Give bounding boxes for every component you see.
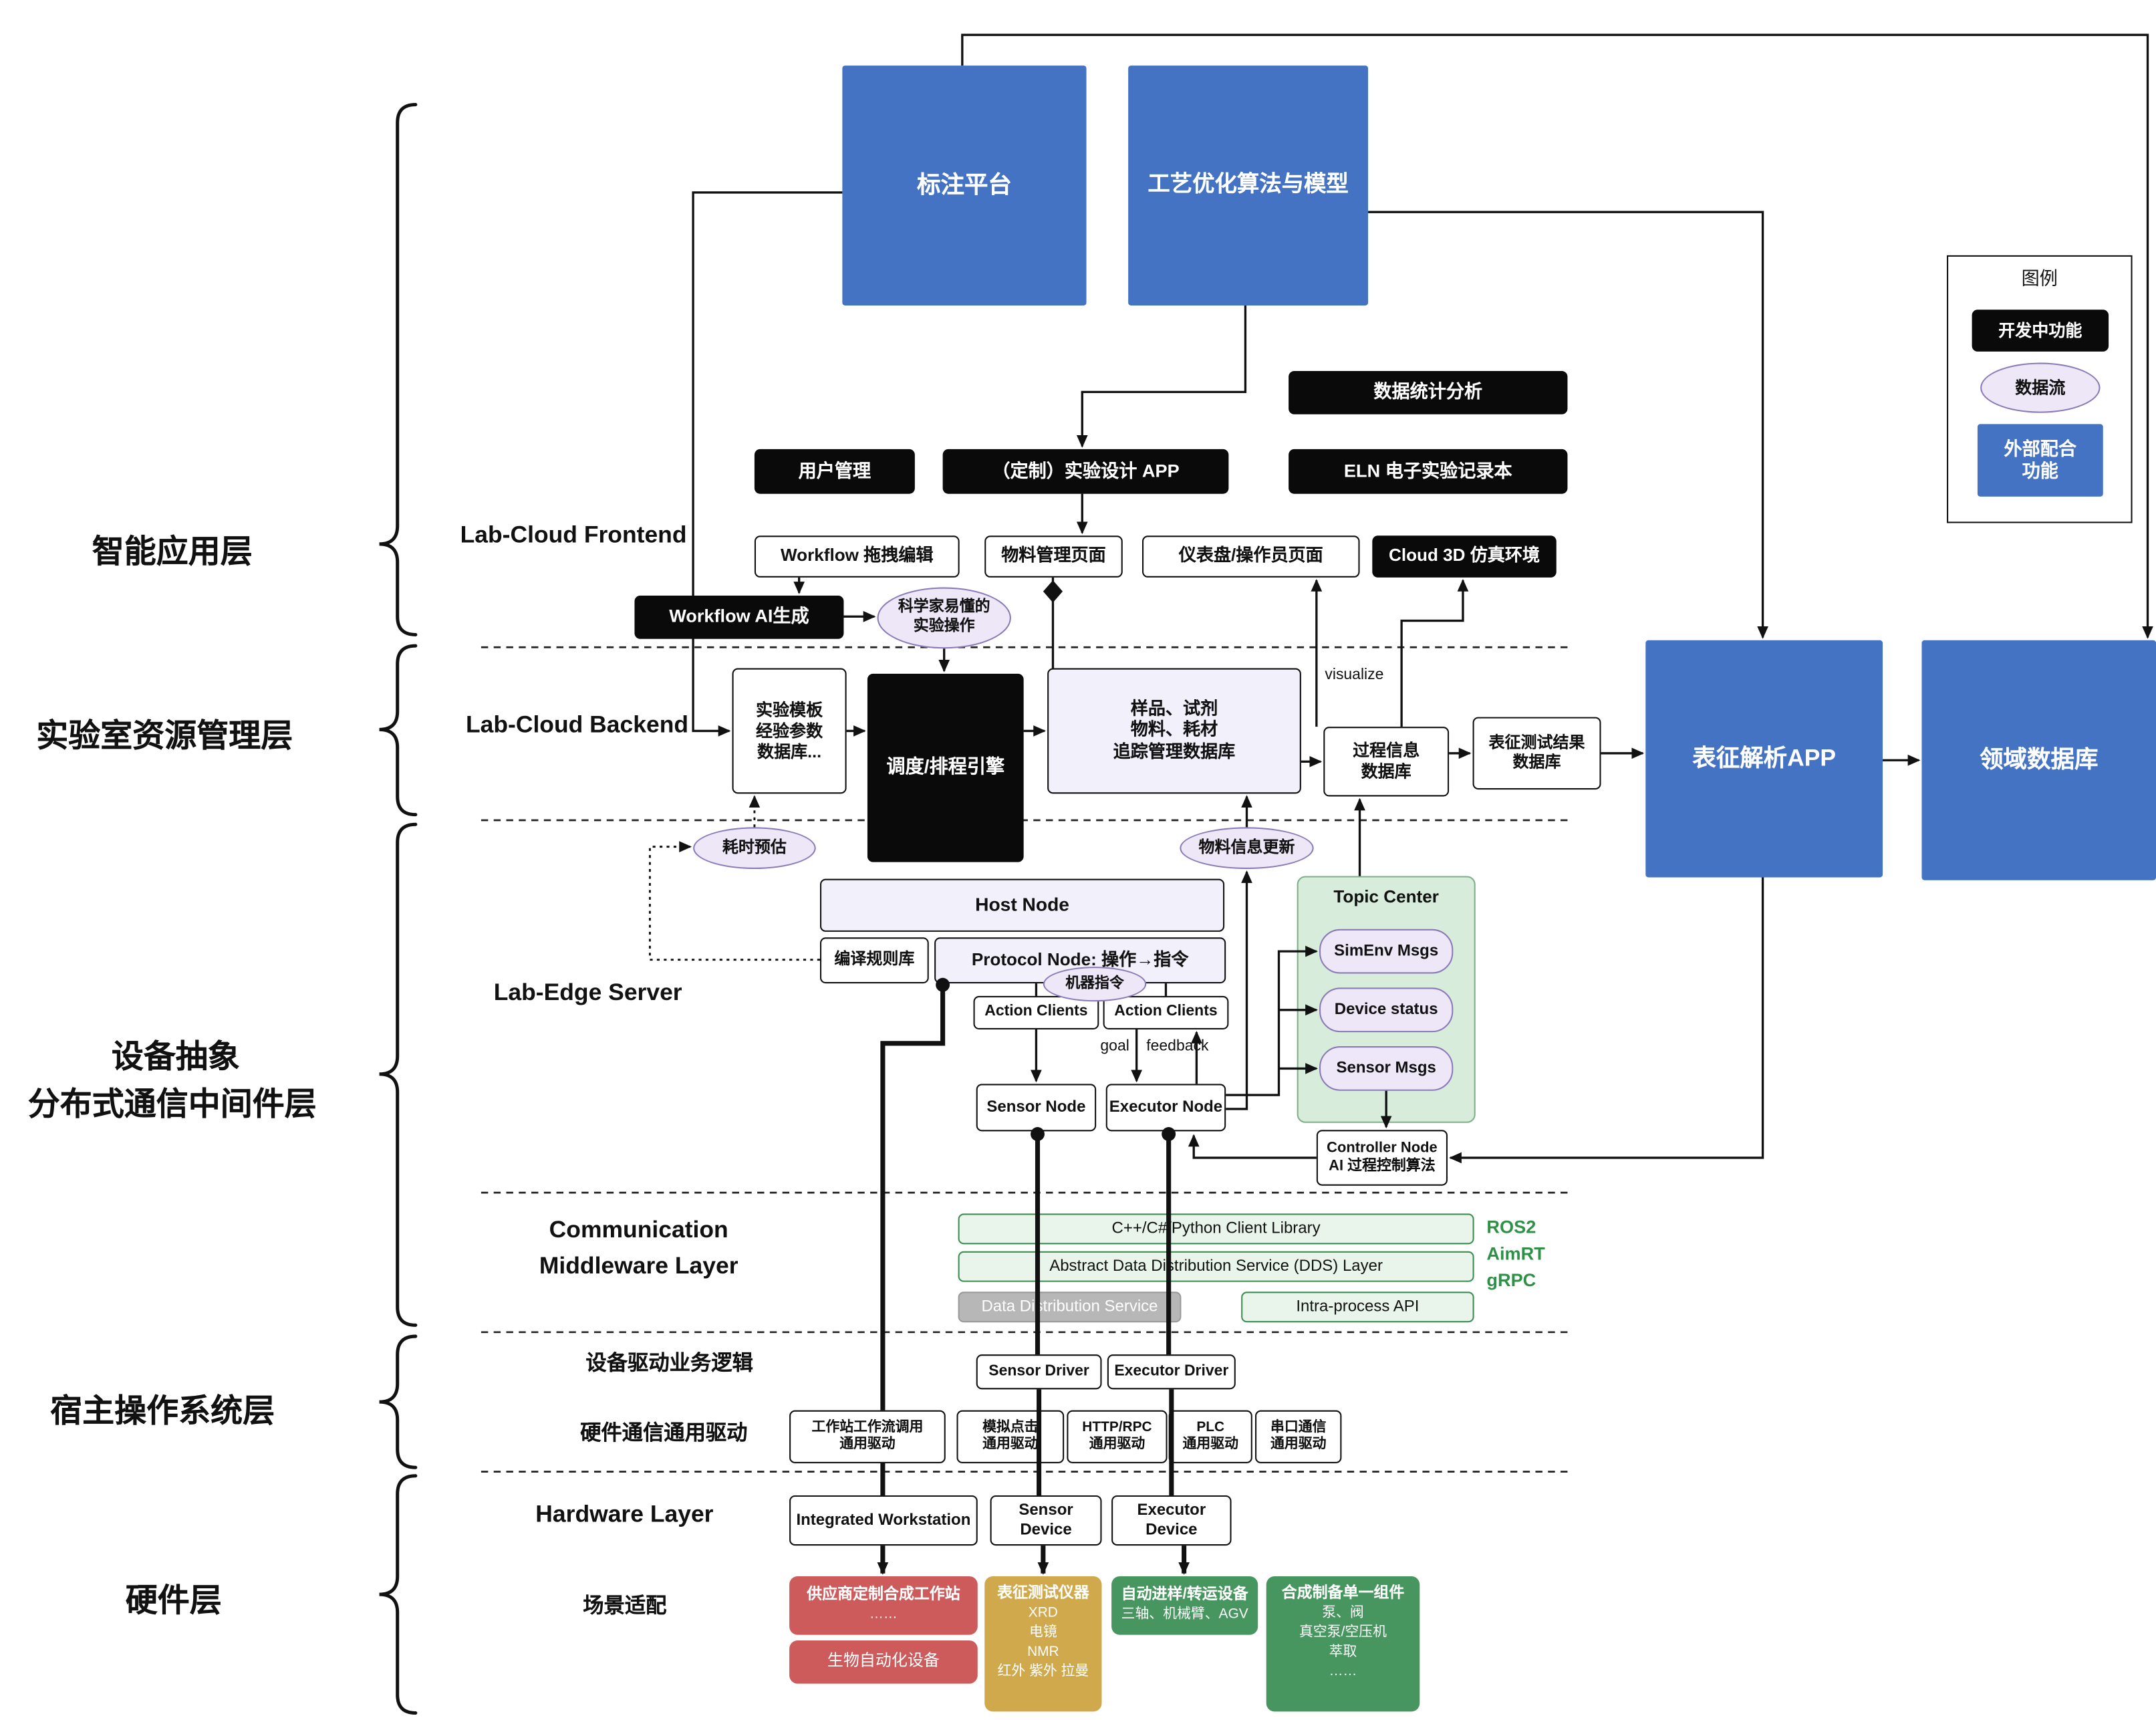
junction-diamond bbox=[1043, 580, 1063, 603]
goal-label: goal bbox=[1100, 1037, 1129, 1055]
transfer-devices-title: 自动进样/转运设备 bbox=[1121, 1586, 1248, 1603]
machine-cmd-pill: 机器指令 bbox=[1043, 967, 1147, 1002]
layer-label-host: 宿主操作系统层 bbox=[50, 1392, 275, 1429]
annotation-platform-box: 标注平台 bbox=[842, 66, 1087, 305]
layer-label-lab: 实验室资源管理层 bbox=[36, 717, 293, 753]
legend-title: 图例 bbox=[2021, 267, 2058, 289]
char-analysis-app-box: 表征解析APP bbox=[1645, 640, 1883, 878]
ros2-label: ROS2 bbox=[1486, 1216, 1536, 1237]
dds-service-box: Data Distribution Service bbox=[958, 1292, 1182, 1323]
executor-driver-box: Executor Driver bbox=[1107, 1354, 1236, 1390]
controller-node-box: Controller Node AI 过程控制算法 bbox=[1316, 1130, 1448, 1186]
bio-auto-box: 生物自动化设备 bbox=[789, 1640, 978, 1684]
vendor-workstation-title: 供应商定制合成工作站 bbox=[807, 1586, 960, 1603]
simenv-msgs-pill: SimEnv Msgs bbox=[1319, 929, 1454, 974]
sensor-driver-box: Sensor Driver bbox=[976, 1354, 1102, 1390]
legend-external-item: 外部配合 功能 bbox=[1977, 424, 2103, 497]
char-instruments-items: XRD 电镜 NMR 红外 紫外 拉曼 bbox=[997, 1605, 1089, 1679]
synth-components-title: 合成制备单一组件 bbox=[1281, 1584, 1405, 1602]
cloud3d-box: Cloud 3D 仿真环境 bbox=[1372, 535, 1557, 578]
custom-app-box: （定制）实验设计 APP bbox=[942, 449, 1229, 494]
hardware-layer-label: Hardware Layer bbox=[535, 1501, 714, 1527]
legend-flow-item: 数据流 bbox=[1980, 362, 2101, 413]
action-clients-2-box: Action Clients bbox=[1103, 995, 1229, 1029]
drv-plc-box: PLC 通用驱动 bbox=[1168, 1410, 1252, 1463]
comm-layer-label-1: Communication bbox=[549, 1216, 728, 1243]
dds-abstract-box: Abstract Data Distribution Service (DDS)… bbox=[958, 1251, 1474, 1282]
sensor-msgs-pill: Sensor Msgs bbox=[1319, 1046, 1454, 1091]
scene-adapt-label: 场景适配 bbox=[583, 1594, 667, 1618]
brace-device-layer bbox=[379, 822, 418, 1327]
legend-dev-item: 开发中功能 bbox=[1972, 310, 2109, 352]
device-driver-logic-label: 设备驱动业务逻辑 bbox=[585, 1352, 753, 1376]
sensor-node-box: Sensor Node bbox=[976, 1084, 1097, 1132]
user-mgmt-box: 用户管理 bbox=[754, 449, 915, 494]
executor-device-box: Executor Device bbox=[1111, 1495, 1232, 1546]
synth-components-items: 泵、阀 真空泵/空压机 萃取 …… bbox=[1299, 1605, 1387, 1679]
action-clients-1-box: Action Clients bbox=[973, 995, 1099, 1029]
synth-components-box: 合成制备单一组件 泵、阀 真空泵/空压机 萃取 …… bbox=[1266, 1576, 1420, 1712]
topic-center-title: Topic Center bbox=[1333, 887, 1439, 907]
char-result-db-box: 表征测试结果 数据库 bbox=[1472, 717, 1601, 790]
sensor-device-box: Sensor Device bbox=[990, 1495, 1102, 1546]
workflow-ai-box: Workflow AI生成 bbox=[634, 596, 844, 639]
drv-click-box: 模拟点击 通用驱动 bbox=[956, 1410, 1065, 1463]
layer-label-app: 智能应用层 bbox=[92, 533, 253, 570]
vendor-workstation-box: 供应商定制合成工作站 …… bbox=[789, 1576, 978, 1635]
drv-workstation-box: 工作站工作流调用 通用驱动 bbox=[789, 1410, 946, 1463]
template-db-box: 实验模板 经验参数 数据库... bbox=[732, 668, 847, 794]
compile-rules-box: 编译规则库 bbox=[819, 937, 929, 984]
transfer-devices-box: 自动进样/转运设备 三轴、机械臂、AGV bbox=[1111, 1576, 1258, 1635]
scheduler-box: 调度/排程引擎 bbox=[867, 673, 1024, 862]
char-instruments-title: 表征测试仪器 bbox=[996, 1584, 1089, 1602]
brace-app-layer bbox=[379, 102, 418, 636]
domain-db-box: 领域数据库 bbox=[1921, 640, 2156, 880]
intra-process-api-box: Intra-process API bbox=[1241, 1292, 1474, 1323]
time-estimate-pill: 耗时预估 bbox=[693, 827, 816, 870]
transfer-devices-sub: 三轴、机械臂、AGV bbox=[1121, 1606, 1248, 1622]
layer-label-hardware: 硬件层 bbox=[125, 1582, 222, 1618]
device-status-pill: Device status bbox=[1319, 987, 1454, 1033]
brace-lab-layer bbox=[379, 644, 418, 817]
comm-layer-label-2: Middleware Layer bbox=[539, 1252, 738, 1279]
visualize-label: visualize bbox=[1325, 666, 1384, 684]
frontend-label: Lab-Cloud Frontend bbox=[460, 521, 687, 549]
process-optimization-box: 工艺优化算法与模型 bbox=[1128, 66, 1369, 305]
brace-host-layer bbox=[379, 1334, 418, 1469]
drv-http-box: HTTP/RPC 通用驱动 bbox=[1067, 1410, 1168, 1463]
aimrt-label: AimRT bbox=[1486, 1243, 1545, 1264]
dashboard-page-box: 仪表盘/操作员页面 bbox=[1142, 535, 1360, 578]
workflow-edit-box: Workflow 拖拽编辑 bbox=[754, 535, 960, 578]
executor-node-box: Executor Node bbox=[1105, 1084, 1226, 1132]
eln-box: ELN 电子实验记录本 bbox=[1289, 449, 1568, 494]
hw-comm-driver-label: 硬件通信通用驱动 bbox=[580, 1421, 748, 1445]
vendor-workstation-sub: …… bbox=[869, 1606, 898, 1622]
material-update-pill: 物料信息更新 bbox=[1180, 827, 1314, 870]
char-instruments-box: 表征测试仪器 XRD 电镜 NMR 红外 紫外 拉曼 bbox=[984, 1576, 1102, 1712]
layer-label-device-a: 设备抽象 bbox=[111, 1037, 240, 1074]
backend-label: Lab-Cloud Backend bbox=[465, 711, 689, 738]
process-db-box: 过程信息 数据库 bbox=[1323, 727, 1450, 797]
brace-hardware-layer bbox=[379, 1474, 418, 1715]
client-library-box: C++/C#/Python Client Library bbox=[958, 1213, 1474, 1245]
host-node-box: Host Node bbox=[819, 878, 1225, 932]
scientist-pill: 科学家易懂的 实验操作 bbox=[877, 587, 1011, 649]
integrated-workstation-box: Integrated Workstation bbox=[789, 1495, 978, 1546]
sample-db-box: 样品、试剂 物料、耗材 追踪管理数据库 bbox=[1047, 668, 1301, 794]
stats-analysis-box: 数据统计分析 bbox=[1289, 371, 1568, 414]
edge-server-label: Lab-Edge Server bbox=[493, 979, 682, 1006]
grpc-label: gRPC bbox=[1486, 1269, 1536, 1291]
drv-serial-box: 串口通信 通用驱动 bbox=[1255, 1410, 1342, 1463]
layer-label-device-b: 分布式通信中间件层 bbox=[27, 1085, 317, 1122]
material-page-box: 物料管理页面 bbox=[984, 535, 1123, 578]
feedback-label: feedback bbox=[1146, 1037, 1209, 1055]
